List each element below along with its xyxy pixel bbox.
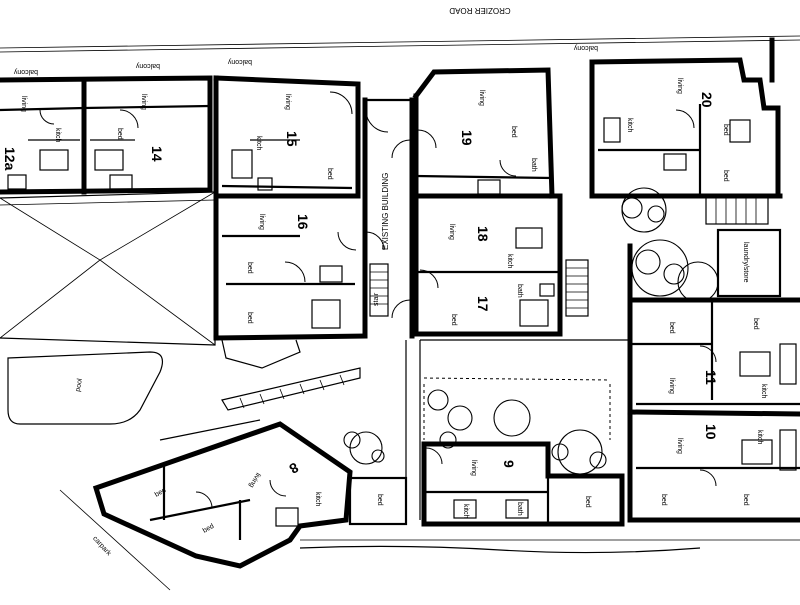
unit-number-19: 19 <box>459 130 475 146</box>
unit-number-12a: 12a <box>2 147 18 171</box>
east-stair <box>565 259 589 317</box>
room-label-bed-9: bed <box>584 496 591 508</box>
unit-11-10-block <box>627 243 800 523</box>
room-label-bed-11a: bed <box>668 322 675 334</box>
pool-outline <box>7 351 163 425</box>
courtyard-paving <box>0 191 216 346</box>
unit-16-bay <box>221 339 301 369</box>
unit-number-9: 9 <box>501 460 517 468</box>
central-garden <box>343 377 611 475</box>
room-label-living-20: living <box>676 78 683 94</box>
unit-number-15: 15 <box>284 131 300 147</box>
room-label-living-12a: living <box>20 96 27 112</box>
room-label-bed-19: bed <box>510 126 517 138</box>
room-label-kitch-10: kitch <box>756 430 763 445</box>
room-label-living-11: living <box>668 378 675 394</box>
room-label-kitch-8: kitch <box>314 492 321 507</box>
room-label-bed-10b: bed <box>742 494 749 506</box>
room-label-living-9: living <box>470 460 477 476</box>
street-label: CROZIER ROAD <box>449 6 511 15</box>
unit-number-8: 8 <box>287 459 302 477</box>
unit-15-16-block <box>213 75 368 341</box>
east-stair-2 <box>705 195 769 225</box>
unit-18-17-block <box>413 193 563 337</box>
unit-number-11: 11 <box>703 370 719 385</box>
room-label-living-16: living <box>258 214 265 230</box>
unit-9-block <box>421 441 625 527</box>
trees-north-east <box>621 187 719 303</box>
room-label-bed-8a: bed <box>154 487 168 499</box>
room-label-kitch-11: kitch <box>760 384 767 399</box>
carpark-label: carpark <box>91 535 112 557</box>
unit-number-18: 18 <box>475 226 491 242</box>
street-edge-inner <box>0 39 800 53</box>
existing-building-label: EXISTING BUILDING <box>381 173 390 250</box>
unit-20-block <box>589 37 783 199</box>
room-label-kitch-18: kitch <box>506 254 513 269</box>
room-label-kitch-15: kitch <box>255 136 262 151</box>
unit-19-block <box>412 67 563 337</box>
laundry-store-label: laundry/store <box>742 242 749 283</box>
unit-number-14: 14 <box>149 146 165 162</box>
unit-number-17: 17 <box>475 296 491 312</box>
unit-number-10: 10 <box>703 424 719 440</box>
room-label-bath-19: bath <box>530 158 537 172</box>
stair-label: stair <box>373 292 380 306</box>
south-planting <box>299 545 701 554</box>
room-label-bath-9: bath <box>516 502 523 516</box>
room-label-living-8: living <box>247 471 261 488</box>
room-label-bed-16a: bed <box>246 262 253 274</box>
unit-number-16: 16 <box>295 214 311 230</box>
pool-label: pool <box>75 378 84 393</box>
balcony-label-2: balcony <box>135 62 160 69</box>
room-label-bed-15: bed <box>326 168 333 180</box>
room-label-bed-10a: bed <box>660 494 667 506</box>
unit-number-20: 20 <box>699 92 715 108</box>
room-label-bed-11b: bed <box>752 318 759 330</box>
room-label-living-14: living <box>140 94 147 110</box>
room-label-bed-16b: bed <box>246 312 253 324</box>
room-label-kitch-12a: kitch <box>54 128 61 143</box>
unit-8-block <box>92 419 353 569</box>
room-label-living-15: living <box>284 94 291 110</box>
room-label-kitch-20: kitch <box>626 118 633 133</box>
room-label-living-19: living <box>478 90 485 106</box>
laundry-store-room <box>716 228 782 298</box>
street-edge <box>0 35 800 49</box>
room-label-bed-17: bed <box>450 314 457 326</box>
unit-12a-14-block <box>0 75 213 195</box>
room-label-kitch-9: kitch <box>462 504 469 519</box>
room-label-bath-17: bath <box>516 284 523 298</box>
room-label-living-18: living <box>448 224 455 240</box>
balcony-label-1: balcony <box>13 68 38 75</box>
room-label-bed-8b: bed <box>202 523 216 535</box>
room-label-bed-20b: bed <box>722 170 729 182</box>
room-label-bed-8c: bed <box>376 494 383 506</box>
room-label-bed-20a: bed <box>722 124 729 136</box>
balcony-label-3: balcony <box>227 58 252 65</box>
balcony-label-4: balcony <box>573 44 598 51</box>
room-label-living-10: living <box>676 438 683 454</box>
carpark-boundary <box>59 489 171 591</box>
existing-building-block <box>362 97 415 339</box>
room-label-bed-14: bed <box>116 128 123 140</box>
